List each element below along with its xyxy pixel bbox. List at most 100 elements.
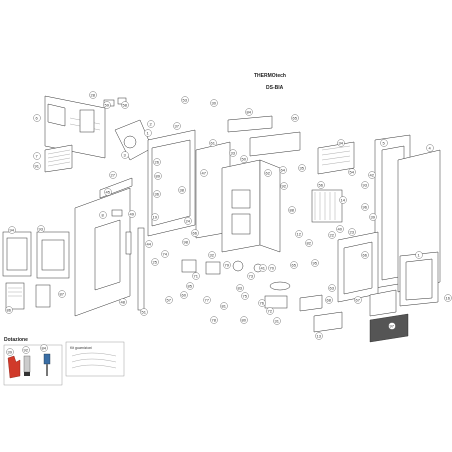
svg-text:33: 33 bbox=[231, 151, 236, 156]
central-frame bbox=[147, 129, 231, 239]
callout-92: 92 bbox=[280, 182, 288, 190]
callout-78: 78 bbox=[210, 316, 218, 324]
svg-text:1: 1 bbox=[147, 131, 150, 136]
front-door bbox=[399, 251, 439, 307]
callout-23: 23 bbox=[348, 228, 356, 236]
callout-57: 57 bbox=[165, 296, 173, 304]
callout-68: 68 bbox=[325, 296, 333, 304]
glove-icon bbox=[7, 355, 21, 379]
callout-64: 64 bbox=[279, 166, 287, 174]
callout-62: 62 bbox=[264, 169, 272, 177]
callout-59: 59 bbox=[103, 101, 111, 109]
callout-27: 27 bbox=[109, 171, 117, 179]
callout-87: 87 bbox=[58, 290, 66, 298]
callout-47: 47 bbox=[200, 169, 208, 177]
svg-text:37: 37 bbox=[175, 124, 180, 129]
svg-text:78: 78 bbox=[212, 318, 217, 323]
callout-33: 33 bbox=[229, 149, 237, 157]
svg-text:56: 56 bbox=[319, 183, 324, 188]
callout-80: 80 bbox=[240, 316, 248, 324]
callout-88: 88 bbox=[288, 206, 296, 214]
svg-text:51: 51 bbox=[142, 310, 147, 315]
top-plate bbox=[227, 115, 301, 157]
callout-1: 1 bbox=[144, 129, 152, 137]
svg-text:5: 5 bbox=[383, 141, 386, 146]
svg-text:24: 24 bbox=[186, 219, 191, 224]
svg-text:71: 71 bbox=[194, 274, 199, 279]
svg-text:77: 77 bbox=[205, 298, 210, 303]
callout-39b: 39 bbox=[6, 348, 14, 356]
callout-7: 7 bbox=[33, 152, 41, 160]
svg-text:91: 91 bbox=[35, 164, 40, 169]
callout-85: 85 bbox=[186, 282, 194, 290]
callout-14: 14 bbox=[339, 196, 347, 204]
fan-assembly bbox=[114, 119, 153, 161]
callout-93b: 93 bbox=[37, 225, 45, 233]
svg-text:12: 12 bbox=[297, 232, 302, 237]
callout-39: 39 bbox=[369, 213, 377, 221]
callout-67: 67 bbox=[354, 296, 362, 304]
gasket-kit-box bbox=[65, 341, 125, 377]
callout-56: 56 bbox=[317, 181, 325, 189]
svg-text:62: 62 bbox=[266, 171, 271, 176]
svg-text:75: 75 bbox=[243, 294, 248, 299]
svg-text:16: 16 bbox=[446, 296, 451, 301]
callout-50: 50 bbox=[240, 155, 248, 163]
svg-text:19: 19 bbox=[153, 215, 158, 220]
svg-text:25: 25 bbox=[153, 260, 158, 265]
svg-text:59: 59 bbox=[105, 103, 110, 108]
callout-13: 13 bbox=[315, 332, 323, 340]
svg-text:97: 97 bbox=[390, 324, 395, 329]
svg-text:36: 36 bbox=[155, 192, 160, 197]
callout-40: 40 bbox=[336, 225, 344, 233]
svg-text:42: 42 bbox=[370, 173, 375, 178]
callout-77: 77 bbox=[203, 296, 211, 304]
svg-text:72: 72 bbox=[268, 309, 273, 314]
svg-text:76: 76 bbox=[260, 301, 265, 306]
callout-41: 41 bbox=[259, 264, 267, 272]
screwdriver-icon bbox=[43, 353, 51, 376]
back-panel-vent bbox=[44, 144, 73, 173]
callout-97: 97 bbox=[388, 322, 396, 330]
callout-49: 49 bbox=[128, 210, 136, 218]
svg-text:54: 54 bbox=[350, 170, 355, 175]
svg-text:84: 84 bbox=[42, 346, 47, 351]
svg-text:57: 57 bbox=[167, 298, 172, 303]
callout-16: 16 bbox=[444, 294, 452, 302]
callout-84b: 84 bbox=[40, 344, 48, 352]
svg-text:89: 89 bbox=[156, 174, 161, 179]
callout-79: 79 bbox=[223, 261, 231, 269]
svg-text:92: 92 bbox=[282, 184, 287, 189]
callout-76: 76 bbox=[258, 299, 266, 307]
svg-text:34: 34 bbox=[339, 141, 344, 146]
callout-89: 89 bbox=[154, 172, 162, 180]
svg-text:98: 98 bbox=[184, 240, 189, 245]
callout-42: 42 bbox=[368, 171, 376, 179]
svg-text:86: 86 bbox=[7, 308, 12, 313]
small-panel-87 bbox=[35, 284, 51, 308]
control-panel bbox=[5, 282, 25, 310]
callout-70: 70 bbox=[268, 264, 276, 272]
callout-75: 75 bbox=[241, 292, 249, 300]
callout-66: 66 bbox=[191, 229, 199, 237]
callout-35: 35 bbox=[298, 164, 306, 172]
left-side-panel bbox=[74, 187, 131, 317]
callout-26: 26 bbox=[153, 158, 161, 166]
callout-1b: 1 bbox=[415, 251, 423, 259]
gasket-kit-title: Kit guarnizioni bbox=[70, 346, 92, 350]
callout-73: 73 bbox=[247, 272, 255, 280]
svg-text:35: 35 bbox=[300, 166, 305, 171]
callout-5: 5 bbox=[380, 139, 388, 147]
svg-text:60: 60 bbox=[182, 293, 187, 298]
svg-text:39: 39 bbox=[371, 215, 376, 220]
callout-48: 48 bbox=[119, 298, 127, 306]
svg-text:30: 30 bbox=[212, 101, 217, 106]
callout-24: 24 bbox=[184, 217, 192, 225]
code-label: DS-BIA bbox=[266, 85, 284, 91]
svg-text:70: 70 bbox=[270, 266, 275, 271]
svg-text:44: 44 bbox=[147, 242, 152, 247]
callout-98: 98 bbox=[182, 238, 190, 246]
callout-38: 38 bbox=[178, 186, 186, 194]
svg-text:48: 48 bbox=[121, 300, 126, 305]
